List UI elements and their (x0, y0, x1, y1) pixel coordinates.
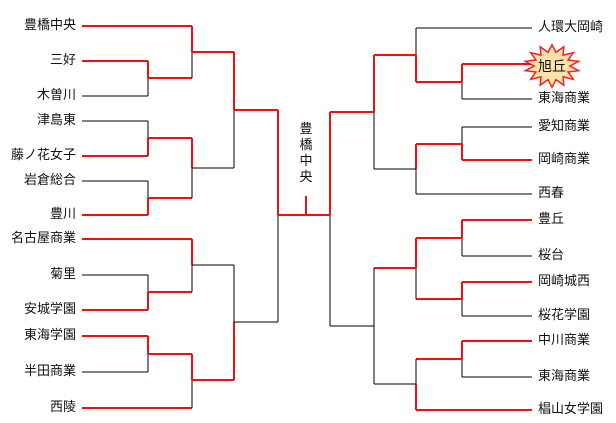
team-left-12: 半田商業 (23, 364, 76, 379)
highlighted-team-label: 旭丘 (538, 59, 566, 75)
team-right-13: 椙山女学園 (538, 402, 604, 417)
team-right-4: 愛知商業 (538, 119, 591, 134)
team-right-1: 人環大岡崎 (538, 20, 604, 35)
team-right-6: 西春 (538, 186, 565, 201)
team-right-8: 桜台 (538, 248, 565, 263)
team-left-4: 津島東 (36, 113, 76, 128)
team-left-3: 木曽川 (36, 88, 76, 103)
team-right-7: 豊丘 (538, 212, 565, 227)
starburst-highlight (522, 43, 582, 89)
team-right-3: 東海商業 (538, 91, 591, 106)
team-left-9: 菊里 (49, 267, 76, 282)
team-right-5: 岡崎商業 (538, 152, 591, 167)
team-left-8: 名古屋商業 (10, 231, 76, 246)
team-right-10: 桜花学園 (538, 308, 591, 323)
team-left-13: 西陵 (49, 400, 76, 415)
team-left-11: 東海学園 (23, 328, 76, 343)
team-left-7: 豊川 (49, 207, 76, 222)
team-left-2: 三好 (49, 53, 76, 68)
champion-label: 豊橋中央 (299, 122, 313, 185)
team-right-11: 中川商業 (538, 333, 591, 348)
team-left-6: 岩倉総合 (23, 173, 76, 188)
team-left-5: 藤ノ花女子 (10, 148, 76, 163)
team-left-1: 豊橋中央 (23, 18, 76, 33)
team-right-12: 東海商業 (538, 369, 591, 384)
team-right-9: 岡崎城西 (538, 274, 591, 289)
team-left-10: 安城学園 (23, 302, 76, 317)
